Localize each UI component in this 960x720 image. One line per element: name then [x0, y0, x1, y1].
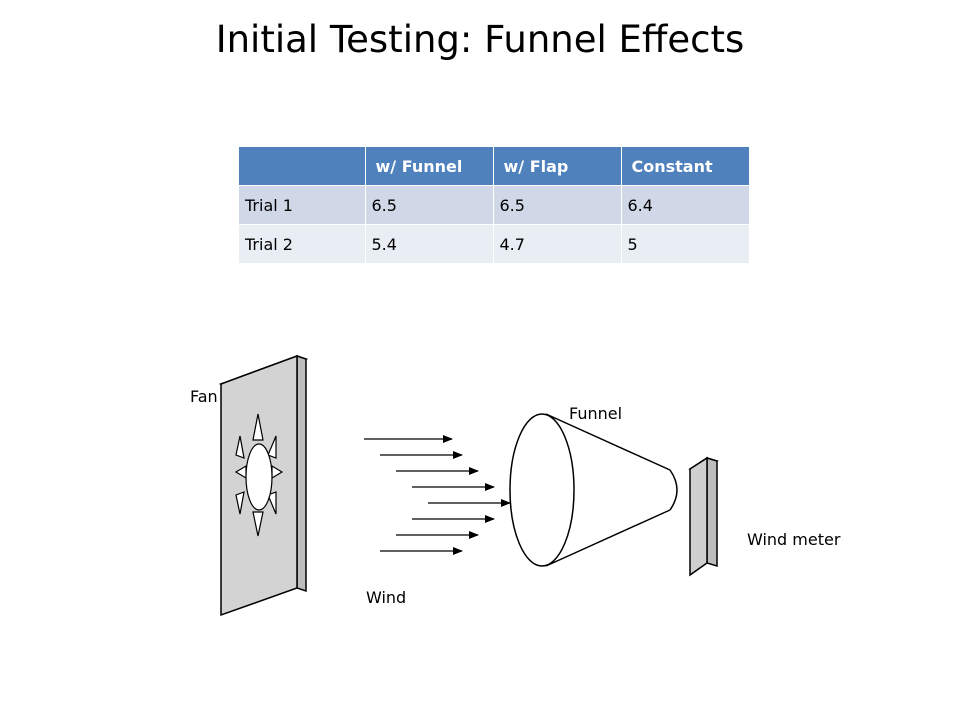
- wind-arrows: [364, 435, 511, 555]
- table-cell: 5: [621, 224, 749, 263]
- wind-meter: [688, 456, 719, 577]
- table-cell: Trial 1: [239, 185, 366, 225]
- table-row: Trial 1 6.5 6.5 6.4: [239, 185, 749, 225]
- fan: [218, 354, 309, 617]
- fan-label: Fan: [190, 387, 218, 406]
- slide-title: Initial Testing: Funnel Effects: [215, 18, 745, 61]
- table-cell: 6.5: [365, 185, 494, 225]
- table-cell: 6.4: [621, 185, 749, 225]
- table-cell: 5.4: [365, 224, 494, 263]
- wind-label: Wind: [366, 588, 406, 607]
- header-cell-constant: Constant: [621, 147, 749, 186]
- table-cell: 4.7: [493, 224, 622, 263]
- funnel-label: Funnel: [569, 404, 622, 423]
- table-header-row: w/ Funnel w/ Flap Constant: [239, 147, 749, 186]
- wind-meter-label: Wind meter: [747, 530, 841, 549]
- header-cell-with-flap: w/ Flap: [493, 147, 622, 186]
- header-cell-blank: [239, 147, 366, 186]
- table-row: Trial 2 5.4 4.7 5: [239, 224, 749, 263]
- header-cell-with-funnel: w/ Funnel: [365, 147, 494, 186]
- fan-blade-icon: [234, 413, 284, 537]
- table-cell: 6.5: [493, 185, 622, 225]
- table-cell: Trial 2: [239, 224, 366, 263]
- results-table: w/ Funnel w/ Flap Constant Trial 1 6.5 6…: [239, 147, 749, 263]
- funnel: [509, 413, 678, 567]
